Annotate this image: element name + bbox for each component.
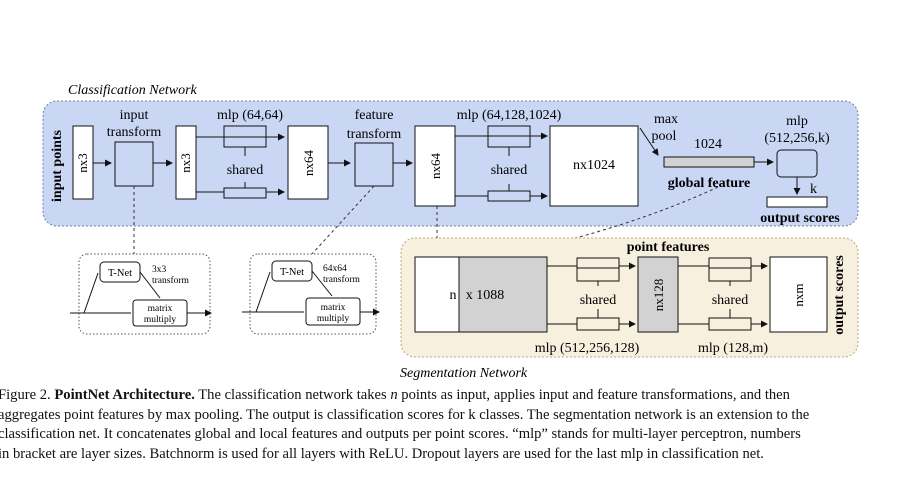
mlp-512-256-k-label-2: (512,256,k) bbox=[764, 131, 830, 146]
local-feature-part bbox=[414, 256, 460, 333]
segmentation-network-title: Segmentation Network bbox=[400, 366, 528, 381]
tnet-3x3-flow bbox=[70, 271, 207, 314]
feature-transform-label-1: feature bbox=[355, 108, 394, 123]
figure-caption: Figure 2. PointNet Architecture. The cla… bbox=[0, 386, 900, 464]
nxm-block bbox=[769, 256, 828, 333]
tnet-3x3-transform-2: transform bbox=[152, 275, 190, 286]
tnet-3x3-transform-1: 3x3 bbox=[152, 265, 167, 275]
transformed-nx3-label: nx3 bbox=[178, 153, 193, 173]
tnet-64x64-matmul-2: multiply bbox=[317, 314, 349, 324]
mlp1-connectors bbox=[196, 136, 278, 193]
shared-label: shared bbox=[580, 293, 617, 308]
output-scores-label: output scores bbox=[760, 211, 840, 226]
tnet-64x64-flow bbox=[242, 270, 372, 313]
caption-line-2: aggregates point features by max pooling… bbox=[0, 406, 810, 423]
mlp-64-64-label: mlp (64,64) bbox=[217, 108, 283, 123]
seg-mlp2-unit-mid bbox=[708, 267, 752, 282]
tnet-64x64-label: T-Net bbox=[280, 267, 304, 278]
shared-label: shared bbox=[712, 293, 749, 308]
input-transform-label-2: transform bbox=[107, 125, 162, 140]
input-nx3-label: nx3 bbox=[75, 153, 90, 173]
mlp3-block bbox=[776, 149, 818, 178]
output-scores-block bbox=[766, 196, 828, 208]
input-points-label: input points bbox=[50, 129, 65, 202]
mlp2-unit-top bbox=[487, 125, 531, 137]
tnet-3x3-matmul-1: matrix bbox=[148, 304, 173, 314]
tnet-64x64-transform-2: transform bbox=[323, 274, 361, 285]
seg-mlp1-connectors bbox=[547, 265, 628, 325]
seg-output-scores-label: output scores bbox=[832, 255, 847, 335]
input-transform-label-1: input bbox=[120, 108, 149, 123]
mlp1-unit-mid bbox=[223, 136, 267, 148]
classification-network-title: Classification Network bbox=[68, 83, 198, 98]
caption-line-3: classification net. It concatenates glob… bbox=[0, 426, 801, 443]
nx1024-block bbox=[549, 125, 639, 207]
nx128-block bbox=[637, 256, 679, 333]
max-pool-label-2: pool bbox=[652, 129, 677, 144]
seg-mlp1-unit-top bbox=[576, 257, 620, 269]
mlp1-unit-bottom bbox=[223, 187, 267, 199]
max-pool-label-1: max bbox=[654, 112, 678, 127]
pointnet-architecture-diagram: Classification Network input points nx3 … bbox=[42, 83, 859, 381]
seg-mlp2-connectors bbox=[678, 265, 760, 325]
tnet-64x64-matmul-1: matrix bbox=[321, 303, 346, 313]
mlp2-unit-mid bbox=[487, 135, 531, 148]
n-label: n bbox=[450, 288, 457, 303]
tnet-64x64-transform-1: 64x64 bbox=[323, 264, 347, 274]
nx64-label-b: nx64 bbox=[428, 153, 443, 180]
mlp2-unit-bottom bbox=[487, 190, 531, 202]
caption-title: PointNet Architecture. bbox=[54, 387, 195, 403]
caption-line-1: Figure 2. PointNet Architecture. The cla… bbox=[0, 386, 900, 406]
seg-mlp1-unit-mid bbox=[576, 267, 620, 282]
seg-mlp1-unit-bottom bbox=[576, 317, 620, 331]
input-transform-block bbox=[114, 141, 154, 187]
nxm-label: nxm bbox=[791, 283, 806, 306]
shared-label: shared bbox=[227, 163, 264, 178]
nx64-label-a: nx64 bbox=[301, 150, 316, 177]
mlp2-connectors bbox=[455, 135, 540, 197]
dashed-link-global-feature bbox=[509, 186, 719, 257]
seg-mlp1-label: mlp (512,256,128) bbox=[535, 341, 640, 356]
global-feature-vector bbox=[663, 156, 755, 168]
caption-text: points as input, applies input and featu… bbox=[397, 387, 790, 403]
seg-mlp2-label: mlp (128,m) bbox=[698, 341, 768, 356]
nx128-label: nx128 bbox=[651, 279, 666, 312]
x1088-label: x 1088 bbox=[466, 288, 505, 303]
transformed-nx3-block bbox=[175, 125, 197, 200]
shared-label: shared bbox=[491, 163, 528, 178]
caption-line-4: in bracket are layer sizes. Batchnorm is… bbox=[0, 445, 764, 462]
seg-mlp2-unit-top bbox=[708, 257, 752, 269]
feature-transform-label-2: transform bbox=[347, 127, 402, 142]
k-label: k bbox=[810, 182, 817, 197]
mlp1-unit-top bbox=[223, 125, 267, 138]
point-features-label: point features bbox=[627, 240, 710, 255]
global-feature-part bbox=[458, 256, 548, 333]
caption-text: The classification network takes bbox=[194, 387, 391, 403]
nx64-block-a bbox=[287, 125, 329, 200]
feature-transform-block bbox=[354, 142, 394, 187]
seg-mlp2-unit-bottom bbox=[708, 317, 752, 331]
caption-variable-n: n bbox=[390, 387, 398, 403]
tnet-3x3-matmul-2: multiply bbox=[144, 315, 176, 325]
global-feature-dim-label: 1024 bbox=[694, 137, 722, 152]
mlp-512-256-k-label-1: mlp bbox=[786, 114, 808, 129]
mlp-64-128-1024-label: mlp (64,128,1024) bbox=[457, 108, 562, 123]
max-pool-arrow bbox=[639, 127, 659, 156]
nx64-block-b bbox=[414, 125, 456, 207]
global-feature-label: global feature bbox=[668, 176, 751, 191]
nx1024-label: nx1024 bbox=[573, 158, 615, 173]
tnet-3x3-label: T-Net bbox=[108, 268, 132, 279]
caption-figure-number: Figure 2. bbox=[0, 387, 55, 403]
